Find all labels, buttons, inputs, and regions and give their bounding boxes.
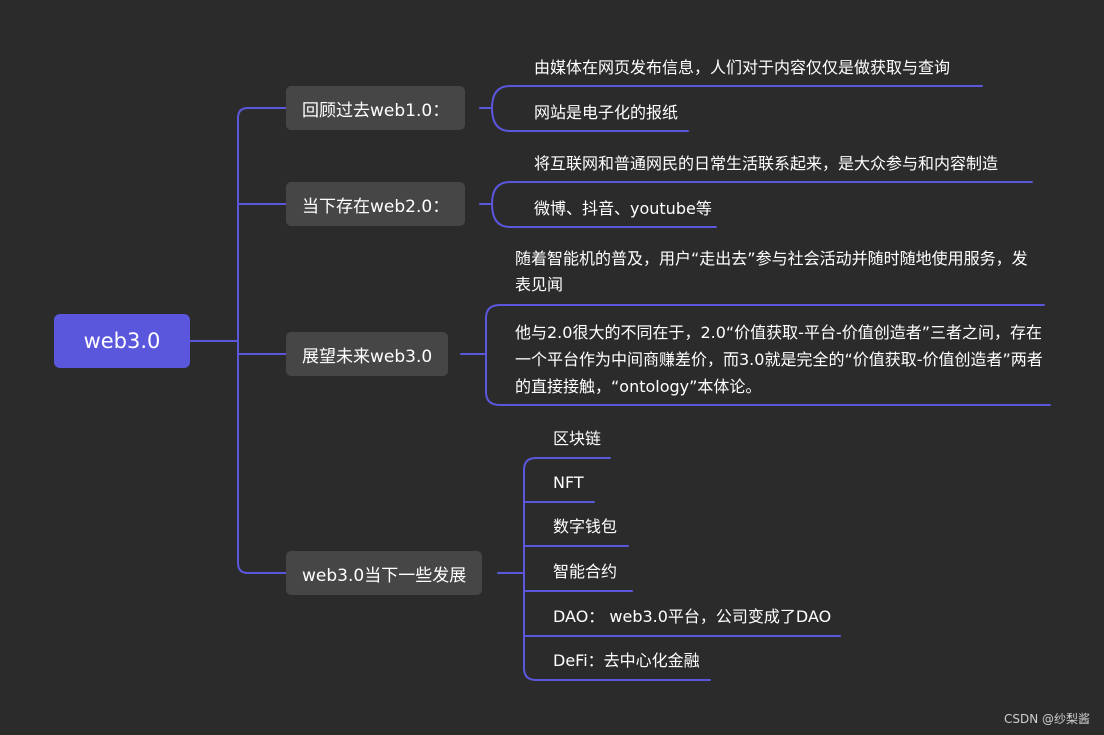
leaf-blockchain[interactable]: 区块链 — [553, 429, 602, 448]
connector-b1-leaf2 — [491, 107, 689, 132]
connector-b2-leaf1 — [491, 181, 1033, 205]
connector-b2-leaf2 — [491, 203, 717, 228]
watermark: CSDN @纱梨酱 — [1003, 712, 1090, 726]
leaf-defi[interactable]: DeFi：去中心化金融 — [553, 651, 700, 670]
branch-web3-future[interactable]: 展望未来web3.0 — [286, 332, 449, 376]
leaf-web1-newspaper[interactable]: 网站是电子化的报纸 — [534, 103, 679, 122]
leaf-dao[interactable]: DAO： web3.0平台，公司变成了DAO — [553, 607, 832, 626]
branch-web3-developments[interactable]: web3.0当下一些发展 — [286, 551, 483, 595]
leaf-web1-info[interactable]: 由媒体在网页发布信息，人们对于内容仅仅是做获取与查询 — [534, 58, 951, 77]
leaf-smart-contract[interactable]: 智能合约 — [553, 562, 618, 581]
connector-b4-trunk-v — [523, 469, 711, 681]
branch-web1[interactable]: 回顾过去web1.0： — [286, 86, 466, 130]
leaf-web3-mobile[interactable]: 随着智能机的普及，用户“走出去”参与社会活动并随时随地使用服务，发表见闻 — [515, 249, 1028, 294]
leaf-web2-connect[interactable]: 将互联网和普通网民的日常生活联系起来，是大众参与和内容制造 — [534, 154, 999, 173]
connector-b3-leaf2 — [485, 353, 1051, 406]
leaf-web2-examples[interactable]: 微博、抖音、youtube等 — [534, 199, 712, 218]
leaf-digital-wallet[interactable]: 数字钱包 — [553, 517, 618, 536]
leaf-web3-difference[interactable]: 他与2.0很大的不同在于，2.0“价值获取-平台-价值创造者”三者之间，存在一个… — [515, 323, 1043, 396]
root-node[interactable]: web3.0 — [54, 314, 190, 368]
connector-trunk-lower — [237, 340, 287, 574]
connector-b1-leaf1 — [491, 85, 983, 109]
connector-trunk — [237, 107, 287, 342]
connector-b4-trunk — [523, 457, 611, 471]
leaf-nft[interactable]: NFT — [553, 473, 584, 492]
connector-b3-leaf1 — [485, 304, 1045, 355]
branch-web2[interactable]: 当下存在web2.0： — [286, 182, 466, 226]
